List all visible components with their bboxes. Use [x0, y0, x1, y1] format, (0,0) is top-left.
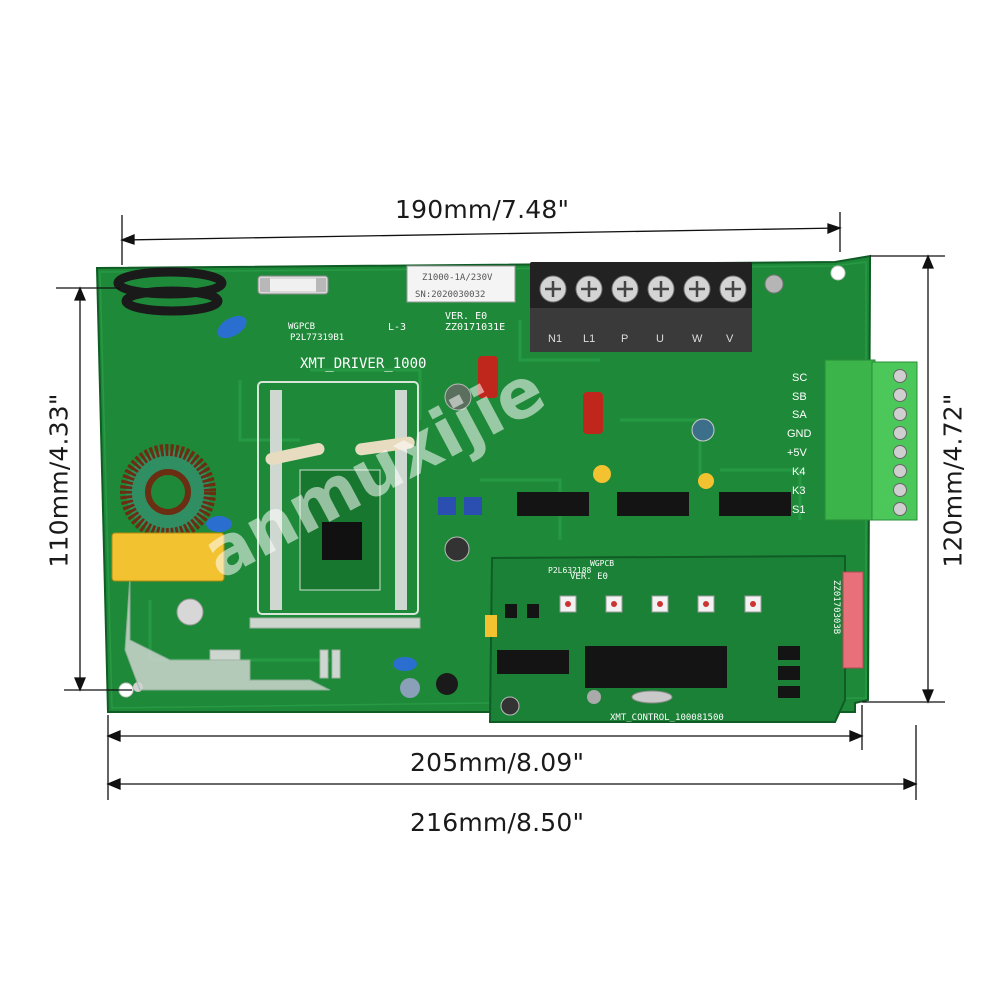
part-number: P2L77319B1 — [290, 333, 344, 343]
board-title: XMT_DRIVER_1000 — [300, 356, 426, 372]
power-terminal-block: N1 L1 P U W V — [530, 262, 752, 352]
fuse — [257, 275, 329, 295]
signal-terminal-block — [824, 359, 918, 521]
terminal-screw — [611, 275, 639, 303]
control-board: WGPCB P2L632188 VER. E0 XMT_CONTROL_1000… — [485, 554, 864, 723]
terminal-w: W — [692, 333, 703, 345]
control-version: VER. E0 — [570, 572, 608, 582]
version-label: VER. E0 — [445, 311, 487, 322]
model-sticker: Z1000-1A/230V SN:2020030032 — [406, 265, 516, 303]
terminal-screw — [539, 275, 567, 303]
board-width-label: 205mm/8.09" — [410, 748, 585, 777]
signal-k4: K4 — [792, 466, 805, 478]
main-board: Z1000-1A/230V SN:2020030032 WGPCB P2L773… — [95, 254, 918, 713]
x2-capacitor — [111, 532, 225, 582]
model-label: Z1000-1A/230V — [422, 273, 493, 283]
signal-screw — [893, 464, 907, 478]
signal-screw — [893, 502, 907, 516]
terminal-n1: N1 — [548, 333, 562, 345]
signal-k3: K3 — [792, 485, 805, 497]
terminal-screw — [575, 275, 603, 303]
control-side-code: ZZ0170303B — [831, 580, 841, 634]
batch-code: ZZ0171031E — [445, 322, 505, 333]
signal-gnd: GND — [787, 428, 812, 440]
l3-label: L-3 — [388, 322, 406, 333]
signal-sc: SC — [792, 372, 807, 384]
terminal-p: P — [621, 333, 628, 345]
pin-header — [842, 571, 864, 669]
terminal-screw — [647, 275, 675, 303]
signal-screw — [893, 407, 907, 421]
overall-width-label: 216mm/8.50" — [410, 808, 585, 837]
right-height-label: 120mm/4.72" — [938, 393, 968, 568]
signal-sa: SA — [792, 409, 807, 421]
signal-screw — [893, 483, 907, 497]
signal-screw — [893, 369, 907, 383]
ferrite-rings — [113, 267, 227, 316]
control-part-no: P2L632188 — [548, 566, 592, 575]
power-resistors — [265, 436, 415, 465]
left-height-label: 110mm/4.33" — [44, 393, 74, 568]
signal-sb: SB — [792, 391, 807, 403]
terminal-screw — [719, 275, 747, 303]
signal-screw — [893, 426, 907, 440]
terminal-u: U — [656, 333, 664, 345]
brand-text: WGPCB — [288, 322, 315, 332]
terminal-l1: L1 — [583, 333, 595, 345]
control-title: XMT_CONTROL_100081500 — [610, 713, 724, 723]
signal-5v: +5V — [787, 447, 808, 459]
terminal-screw — [683, 275, 711, 303]
signal-screw — [893, 445, 907, 459]
top-width-label: 190mm/7.48" — [395, 195, 570, 224]
dimension-lines — [56, 212, 945, 800]
terminal-v: V — [726, 333, 734, 345]
control-brand: WGPCB — [590, 559, 614, 568]
signal-s1: S1 — [792, 504, 805, 516]
serial-label: SN:2020030032 — [415, 290, 485, 300]
signal-screw — [893, 388, 907, 402]
